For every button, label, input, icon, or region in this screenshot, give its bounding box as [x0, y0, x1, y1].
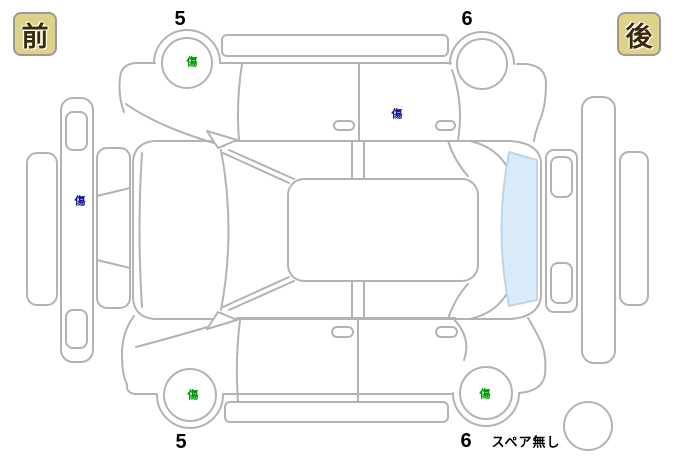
- headlight-right: [65, 309, 88, 349]
- door-handle-bottom-rear: [435, 326, 458, 338]
- scratch-mark-top-front-wheel: 傷: [186, 56, 198, 69]
- windshield-strip: [96, 147, 131, 309]
- rear-view-outline: [581, 96, 616, 364]
- rear-door-seam-top: [451, 69, 461, 141]
- wheel-top-rear: [456, 38, 508, 90]
- a-pillar-left-2: [228, 149, 295, 180]
- front-profile-top: [118, 62, 156, 113]
- wheel-arch-top-front: [153, 29, 221, 64]
- scratch-mark-front-panel: 傷: [74, 195, 86, 208]
- c-pillar-left: [447, 140, 469, 177]
- plan-view: [132, 130, 542, 330]
- spare-tire-note: スペア無し: [491, 434, 561, 450]
- front-door-seam-top: [237, 63, 243, 141]
- a-pillar-right-1: [222, 276, 290, 308]
- rear-orientation-badge: 後: [617, 12, 661, 56]
- a-pillar-left-1: [222, 152, 290, 184]
- wheel-bottom-rear: [459, 366, 513, 420]
- scratch-mark-top-rear-door: 傷: [391, 108, 403, 121]
- body-outline: [132, 140, 542, 320]
- door-handle-top-rear: [435, 120, 456, 131]
- tail-panel-outline: [545, 149, 578, 313]
- rear-glass-highlight: [500, 151, 538, 307]
- wheel-arch-bottom-front: [156, 394, 224, 429]
- front-profile-bottom: [121, 315, 158, 395]
- door-handle-bottom-front: [331, 326, 354, 338]
- wheel-top-front: [161, 37, 213, 89]
- windshield-strip-seam-top: [96, 187, 131, 197]
- spare-tire-circle: [563, 401, 613, 451]
- mirror-right: [206, 311, 238, 330]
- rear-profile-top: [516, 63, 547, 142]
- wheel-number-bottom-front: 5: [175, 431, 187, 453]
- wheel-number-bottom-rear: 6: [460, 430, 472, 452]
- windshield-strip-seam-bottom: [96, 259, 131, 269]
- wheel-number-top-rear: 6: [461, 8, 473, 30]
- wheel-arch-top-rear: [449, 31, 515, 65]
- front-lip-outline: [26, 152, 58, 306]
- door-handle-top-front: [333, 120, 355, 131]
- windshield-arc: [220, 149, 230, 311]
- wheel-bottom-front: [163, 368, 217, 422]
- hood-fold-top: [125, 103, 225, 147]
- front-door-seam-bottom: [235, 319, 241, 402]
- mirror-left: [206, 130, 238, 149]
- side-view-top: [118, 29, 547, 147]
- front-panel-outline: [60, 97, 94, 363]
- headlight-left: [65, 111, 88, 151]
- rear-views: [545, 96, 649, 364]
- taillight-right: [550, 262, 573, 304]
- front-bumper-seam: [138, 152, 143, 308]
- taillight-left: [550, 156, 573, 198]
- a-pillar-right-2: [228, 280, 295, 311]
- rear-quarter-bottom: [452, 317, 468, 361]
- scratch-mark-bottom-front-wheel: 傷: [187, 389, 199, 402]
- roof-panel: [287, 178, 479, 282]
- rear-bumper-outline: [619, 151, 649, 306]
- c-pillar-right: [447, 283, 469, 320]
- roof-molding-top: [221, 34, 449, 57]
- scratch-mark-bottom-rear-wheel: 傷: [479, 388, 491, 401]
- wheel-arch-bottom-rear: [452, 392, 520, 427]
- front-orientation-badge: 前: [13, 12, 57, 56]
- side-view-bottom: [121, 315, 547, 429]
- sill-molding-bottom: [224, 401, 449, 423]
- wheel-number-top-front: 5: [174, 8, 186, 30]
- rear-profile-bottom: [518, 317, 547, 394]
- front-views: [26, 97, 131, 363]
